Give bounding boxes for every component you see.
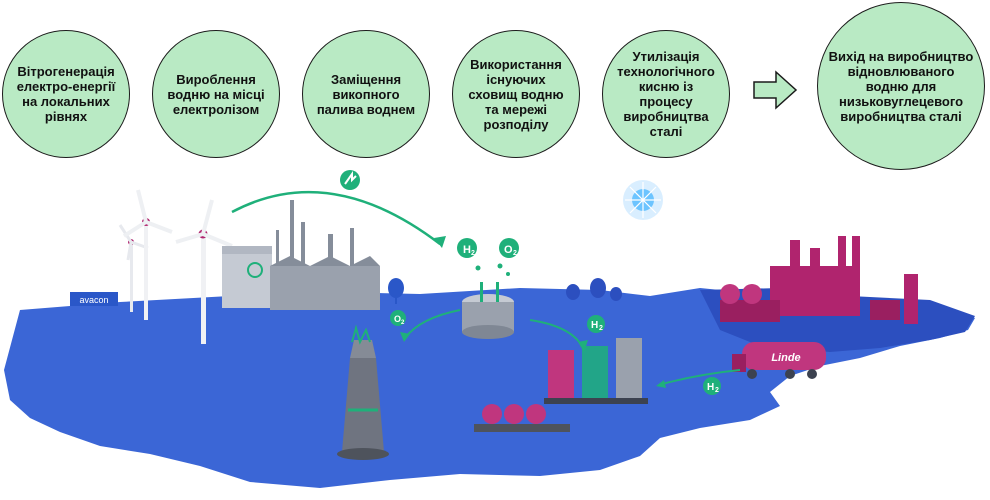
hydrogen-storage	[544, 338, 648, 404]
step-oxygen-utilization: Утилізація технологічного кисню із проце…	[602, 30, 730, 158]
linde-truck: Linde	[732, 342, 826, 379]
svg-text:O: O	[504, 244, 513, 256]
svg-text:H: H	[463, 244, 471, 256]
sea-shape	[4, 288, 975, 488]
wind-turbine-large	[175, 199, 233, 344]
h2-badge-storage: H 2	[587, 315, 605, 333]
svg-text:2: 2	[513, 250, 517, 257]
wind-turbine-medium	[122, 189, 173, 320]
o2-badge-furnace: O 2	[390, 310, 406, 326]
electrolyser	[462, 263, 514, 339]
result-green-hydrogen: Вихід на виробництво відновлюваного водн…	[817, 2, 985, 170]
flow-arrow-wind-to-electrolyser	[231, 190, 441, 245]
result-green-hydrogen-text: Вихід на виробництво відновлюваного водн…	[828, 48, 974, 124]
refinery-plant	[720, 236, 918, 324]
tree-group-right	[566, 278, 622, 301]
step-electrolysis-text: Вироблення водню на місці електролізом	[167, 71, 265, 117]
step-oxygen-utilization-text: Утилізація технологічного кисню із проце…	[617, 49, 715, 139]
hydrogen-scene-illustration: avacon	[4, 170, 975, 488]
sun-icon	[623, 180, 663, 220]
svg-text:H: H	[707, 382, 714, 393]
h2-badge-truck: H 2	[703, 377, 721, 395]
step-fuel-replacement: Заміщення викопного палива воднем	[302, 30, 430, 158]
svg-text:2: 2	[471, 250, 475, 257]
h2-badge-electrolyser: H 2	[457, 238, 477, 258]
o2-badge-electrolyser: O 2	[499, 238, 519, 258]
right-arrow-icon	[753, 70, 798, 110]
steel-factory	[222, 200, 380, 310]
svg-text:H: H	[591, 320, 598, 331]
svg-text:2: 2	[599, 325, 603, 332]
tree-left	[388, 278, 404, 304]
svg-text:2: 2	[715, 387, 719, 394]
power-badge-icon	[340, 170, 360, 190]
svg-text:2: 2	[401, 320, 405, 326]
step-electrolysis: Вироблення водню на місці електролізом	[152, 30, 280, 158]
avacon-sign-text: avacon	[79, 295, 108, 305]
wind-turbine-small	[118, 224, 149, 312]
step-storage-network: Використання існуючих сховищ водню та ме…	[452, 30, 580, 158]
step-wind-generation: Вітрогенерація електро-енергії на локаль…	[2, 30, 130, 158]
linde-truck-text: Linde	[771, 352, 800, 364]
blast-furnace	[337, 324, 389, 460]
avacon-sign	[70, 292, 118, 306]
step-wind-generation-text: Вітрогенерація електро-енергії на локаль…	[16, 64, 116, 124]
flow-arrow-truck-to-storage	[661, 369, 741, 385]
step-fuel-replacement-text: Заміщення викопного палива воднем	[316, 71, 416, 117]
step-storage-network-text: Використання існуючих сховищ водню та ме…	[468, 56, 564, 132]
gas-distribution-tanks	[474, 404, 570, 432]
svg-text:O: O	[394, 314, 401, 324]
